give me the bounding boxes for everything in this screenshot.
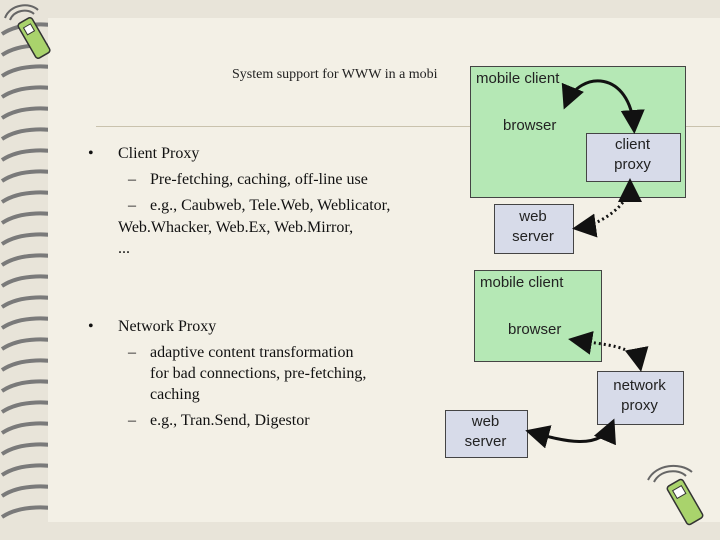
client-proxy-bullet: • Client Proxy – Pre-fetching, caching, … xyxy=(88,143,448,273)
sub-text-cont: caching xyxy=(150,386,200,403)
network-proxy-box xyxy=(597,371,684,425)
web-server-label-line2: server xyxy=(512,228,554,245)
mobile-client-label-top: mobile client xyxy=(476,70,560,87)
sub-text-cont: Web.Whacker, Web.Ex, Web.Mirror, xyxy=(118,219,354,236)
mobile-phone-icon xyxy=(647,464,704,526)
bullet-heading: Network Proxy xyxy=(118,318,217,335)
mobile-client-label-bottom: mobile client xyxy=(480,274,564,291)
dash: – xyxy=(128,412,136,429)
sub-text: adaptive content transformation xyxy=(150,344,354,361)
sub-text-cont: for bad connections, pre-fetching, xyxy=(150,365,367,382)
dash: – xyxy=(128,344,136,361)
network-proxy-label-line2: proxy xyxy=(621,397,658,414)
client-proxy-label-line2: proxy xyxy=(614,156,651,173)
bullet-heading: Client Proxy xyxy=(118,145,200,162)
bullet-mark: • xyxy=(88,145,94,162)
browser-label-bottom: browser xyxy=(508,321,562,338)
browser-label-top: browser xyxy=(503,117,557,134)
sub-text: Pre-fetching, caching, off-line use xyxy=(150,171,368,188)
web-server-label-line1: web xyxy=(519,208,547,225)
web-server-label-bottom-line2: server xyxy=(464,433,507,450)
client-proxy-label-line1: client xyxy=(614,136,651,153)
dash: – xyxy=(128,197,136,214)
network-proxy-label-line1: network xyxy=(613,377,666,394)
slide-title: System support for WWW in a mobi xyxy=(232,67,438,82)
dash: – xyxy=(128,171,136,188)
bullet-mark: • xyxy=(88,318,94,335)
mobile-phone-icon xyxy=(4,4,51,59)
sub-text: e.g., Tran.Send, Digestor xyxy=(150,412,310,429)
web-server-label-bottom-line1: web xyxy=(471,413,500,430)
title-divider xyxy=(96,126,720,127)
sub-text: e.g., Caubweb, Tele.Web, Weblicator, xyxy=(150,197,391,214)
network-proxy-bullet: • Network Proxy – adaptive content trans… xyxy=(88,316,448,446)
sub-text-cont: ... xyxy=(118,240,130,257)
